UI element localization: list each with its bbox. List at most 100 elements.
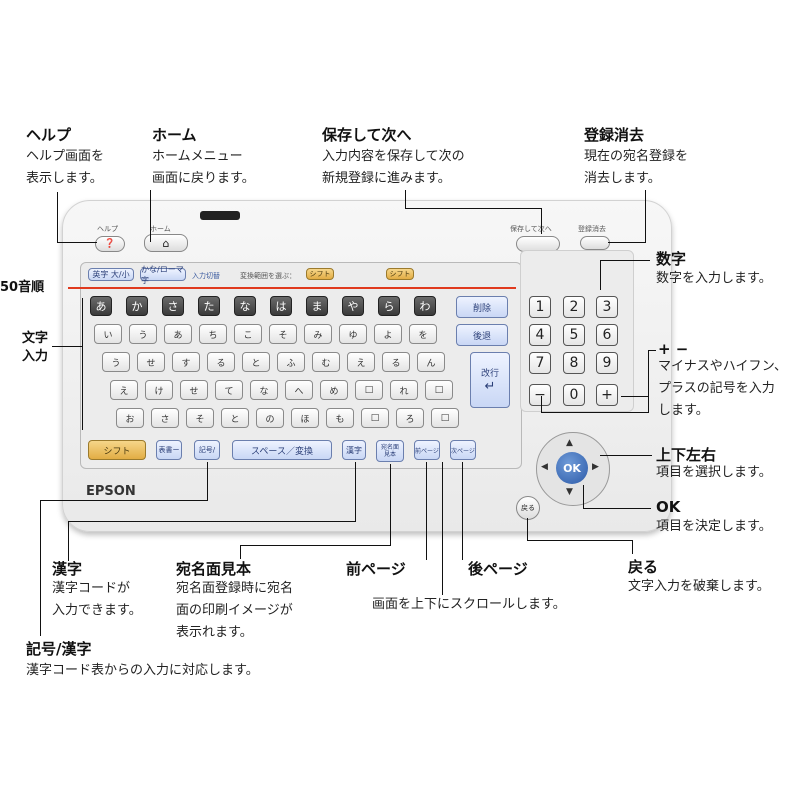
row3-key[interactable]: え (347, 352, 375, 372)
numpad-key[interactable]: 6 (596, 324, 618, 346)
numpad-key[interactable]: − (529, 384, 551, 406)
numpad-key[interactable]: 5 (563, 324, 585, 346)
kana-row-key[interactable]: あ (90, 296, 112, 316)
row2-key[interactable]: あ (164, 324, 192, 344)
kanji-callout-desc: 漢字コードが 入力できます。 (52, 581, 142, 618)
row2-key[interactable]: み (304, 324, 332, 344)
row3-key[interactable]: る (382, 352, 410, 372)
delete-key[interactable]: 削除 (456, 296, 508, 318)
shift-key[interactable]: シフト (88, 440, 146, 460)
row3-key[interactable]: う (102, 352, 130, 372)
row5-key[interactable]: □ (361, 408, 389, 428)
row4-key[interactable]: け (145, 380, 173, 400)
back-button[interactable]: 戻る (516, 496, 540, 520)
row2-key[interactable]: こ (234, 324, 262, 344)
home-button[interactable]: ⌂ (144, 234, 188, 252)
row3-key[interactable]: と (242, 352, 270, 372)
next-page-key[interactable]: 次ページ (450, 440, 476, 460)
kana-romaji-key[interactable]: かな/ローマ字 (140, 265, 186, 285)
row2-key[interactable]: ゆ (339, 324, 367, 344)
row5-key[interactable]: ほ (291, 408, 319, 428)
kana-row-key[interactable]: さ (162, 296, 184, 316)
row3-key[interactable]: る (207, 352, 235, 372)
leader-line (150, 190, 151, 242)
space-convert-key[interactable]: スペース／変換 (232, 440, 332, 460)
row3-key[interactable]: ふ (277, 352, 305, 372)
row4-key[interactable]: な (250, 380, 278, 400)
row3-key[interactable]: せ (137, 352, 165, 372)
leader-line (207, 462, 208, 500)
row2-key[interactable]: い (94, 324, 122, 344)
symbol-kanji-callout-desc: 漢字コード表からの入力に対応します。 (26, 663, 259, 678)
kana-row-key[interactable]: ら (378, 296, 400, 316)
leader-line (583, 485, 584, 509)
numpad-key[interactable]: 3 (596, 296, 618, 318)
row5-key[interactable]: も (326, 408, 354, 428)
backspace-key[interactable]: 後退 (456, 324, 508, 346)
row5-key[interactable]: と (221, 408, 249, 428)
kana-row-key[interactable]: や (342, 296, 364, 316)
numpad-key[interactable]: + (596, 384, 618, 406)
table-key[interactable]: 表書ー (156, 440, 182, 460)
cursor-up-icon[interactable]: ▲ (566, 438, 573, 448)
row3-key[interactable]: す (172, 352, 200, 372)
address-preview-key[interactable]: 宛名面 見本 (376, 440, 404, 462)
row5-key[interactable]: □ (431, 408, 459, 428)
row3-key[interactable]: む (312, 352, 340, 372)
next-page-callout-title: 後ページ (468, 560, 528, 578)
row4-key[interactable]: て (215, 380, 243, 400)
help-button[interactable]: ❓ (95, 236, 125, 252)
row5-key[interactable]: ろ (396, 408, 424, 428)
leader-line (583, 508, 651, 509)
row2-key[interactable]: そ (269, 324, 297, 344)
row5-key[interactable]: そ (186, 408, 214, 428)
prev-page-callout-title: 前ページ (346, 560, 406, 578)
row2-key[interactable]: ち (199, 324, 227, 344)
kana-row-key[interactable]: ま (306, 296, 328, 316)
home-callout-desc: ホームメニュー 画面に戻ります。 (152, 149, 255, 186)
row4-key[interactable]: □ (355, 380, 383, 400)
kanji-key[interactable]: 漢字 (342, 440, 366, 460)
leader-line (645, 190, 646, 243)
leader-line (527, 540, 632, 541)
gojuon-label: 50音順 (0, 280, 45, 295)
symbol-kanji-key[interactable]: 記号/ (194, 440, 220, 460)
numpad-key[interactable]: 8 (563, 352, 585, 374)
row2-key[interactable]: よ (374, 324, 402, 344)
kana-row-key[interactable]: は (270, 296, 292, 316)
ok-button[interactable]: OK (556, 452, 588, 484)
numpad-key[interactable]: 1 (529, 296, 551, 318)
leader-line (527, 518, 528, 540)
leader-line (600, 260, 650, 261)
kana-row-key[interactable]: な (234, 296, 256, 316)
numpad-key[interactable]: 4 (529, 324, 551, 346)
row4-key[interactable]: め (320, 380, 348, 400)
row4-key[interactable]: れ (390, 380, 418, 400)
home-callout-title: ホーム (152, 126, 197, 144)
numpad-key[interactable]: 2 (563, 296, 585, 318)
cursor-left-icon[interactable]: ◀ (541, 462, 548, 472)
delete-registration-button[interactable] (580, 236, 610, 250)
row4-key[interactable]: え (110, 380, 138, 400)
case-toggle-key[interactable]: 英字 大/小 (88, 268, 134, 281)
row4-key[interactable]: □ (425, 380, 453, 400)
row3-key[interactable]: ん (417, 352, 445, 372)
row4-key[interactable]: せ (180, 380, 208, 400)
prev-page-key[interactable]: 前ページ (414, 440, 440, 460)
delete-reg-callout-title: 登録消去 (584, 126, 645, 144)
row2-key[interactable]: う (129, 324, 157, 344)
cursor-right-icon[interactable]: ▶ (592, 462, 599, 472)
cursor-down-icon[interactable]: ▼ (566, 487, 573, 497)
enter-key[interactable]: 改行↵ (470, 352, 510, 408)
kana-row-key[interactable]: か (126, 296, 148, 316)
numpad-key[interactable]: 0 (563, 384, 585, 406)
numpad-key[interactable]: 9 (596, 352, 618, 374)
row5-key[interactable]: さ (151, 408, 179, 428)
row2-key[interactable]: を (409, 324, 437, 344)
numpad-key[interactable]: 7 (529, 352, 551, 374)
kana-row-key[interactable]: わ (414, 296, 436, 316)
row5-key[interactable]: お (116, 408, 144, 428)
kana-row-key[interactable]: た (198, 296, 220, 316)
row4-key[interactable]: へ (285, 380, 313, 400)
row5-key[interactable]: の (256, 408, 284, 428)
